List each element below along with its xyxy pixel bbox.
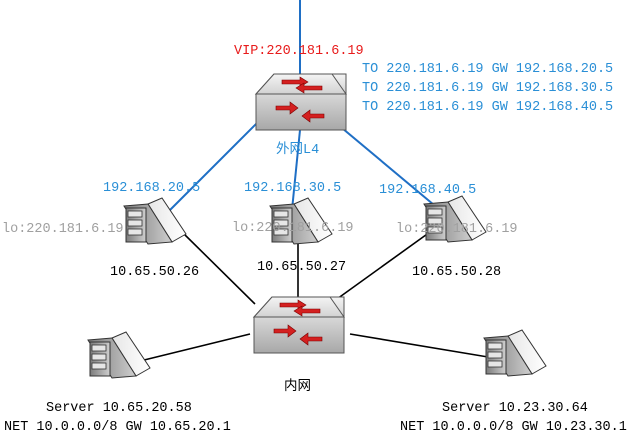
link-rs3-int bbox=[329, 231, 431, 305]
link-rs1-int bbox=[181, 231, 256, 305]
realserver-1 bbox=[123, 197, 187, 245]
l4-switch-label: 外网L4 bbox=[276, 141, 319, 158]
rs3-ip: 192.168.40.5 bbox=[379, 183, 476, 198]
rs2-lo: lo:220.181.6.19 bbox=[232, 221, 354, 236]
l4-switch bbox=[255, 73, 347, 131]
links bbox=[135, 0, 489, 363]
rs1-lo: lo:220.181.6.19 bbox=[2, 222, 124, 237]
client1-name: Server 10.65.20.58 bbox=[46, 401, 192, 416]
route-2: TO 220.181.6.19 GW 192.168.30.5 bbox=[362, 81, 613, 96]
client2-net: NET 10.0.0.0/8 GW 10.23.30.1 bbox=[400, 420, 627, 435]
client2-name: Server 10.23.30.64 bbox=[442, 401, 588, 416]
rs2-ip: 192.168.30.5 bbox=[244, 181, 341, 196]
client1-net: NET 10.0.0.0/8 GW 10.65.20.1 bbox=[4, 420, 231, 435]
client-server-1 bbox=[87, 331, 151, 379]
rs1-addr: 10.65.50.26 bbox=[110, 265, 199, 280]
route-3: TO 220.181.6.19 GW 192.168.40.5 bbox=[362, 100, 613, 115]
link-int-client2 bbox=[349, 333, 489, 358]
rs3-addr: 10.65.50.28 bbox=[412, 265, 501, 280]
route-1: TO 220.181.6.19 GW 192.168.20.5 bbox=[362, 62, 613, 77]
internal-switch-label: 内网 bbox=[284, 378, 311, 395]
client-server-2 bbox=[483, 329, 547, 377]
link-l4-rs1 bbox=[169, 117, 263, 211]
rs2-addr: 10.65.50.27 bbox=[257, 260, 346, 275]
link-l4-rs3 bbox=[329, 117, 441, 211]
link-int-client1 bbox=[135, 333, 251, 363]
link-l4-rs2 bbox=[291, 129, 301, 211]
vip-label: VIP:220.181.6.19 bbox=[234, 44, 364, 59]
rs1-ip: 192.168.20.5 bbox=[103, 181, 200, 196]
internal-switch bbox=[253, 296, 345, 354]
rs3-lo: lo:220.181.6.19 bbox=[396, 222, 518, 237]
